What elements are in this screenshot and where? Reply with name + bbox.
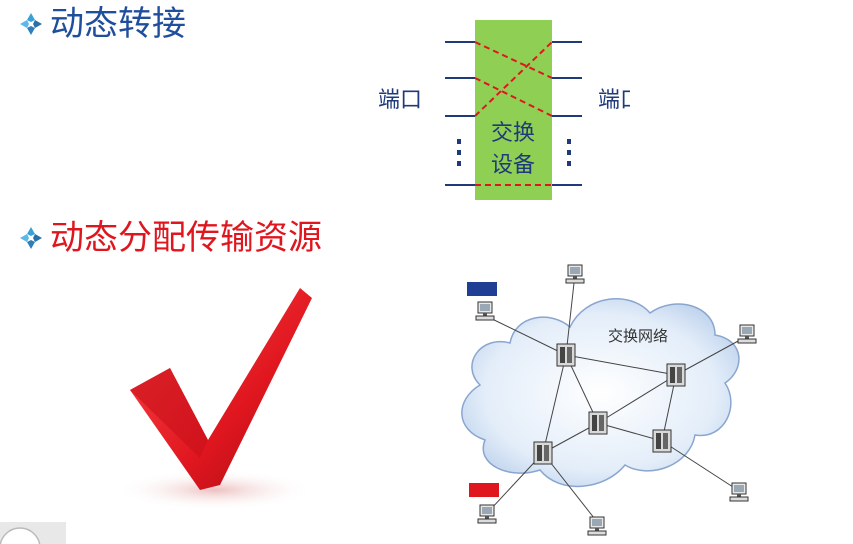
switch-server-icon xyxy=(556,343,576,367)
bullet-text-2: 动态分配传输资源 xyxy=(50,218,322,258)
red-flag xyxy=(469,483,499,497)
switching-network-diagram: 交换网络 xyxy=(461,264,757,536)
computer-icon xyxy=(587,516,607,536)
bullet-text-1: 动态转接 xyxy=(50,4,186,44)
switch-server-icon xyxy=(588,411,608,435)
switch-server-icon xyxy=(652,429,672,453)
corner-circle-icon xyxy=(0,522,66,544)
computer-icon xyxy=(477,504,497,524)
switch-connections xyxy=(474,41,553,186)
computer-icon xyxy=(565,264,585,284)
switch-device-diagram: 端口 端口 交换 设备 xyxy=(378,20,630,200)
switch-label-line1: 交换 xyxy=(491,121,535,146)
bullet-dynamic-allocation: 动态分配传输资源 xyxy=(18,218,322,258)
computer-icon xyxy=(729,482,749,502)
vertical-ellipsis xyxy=(457,139,571,166)
switch-server-icon xyxy=(533,441,553,465)
switch-label-line2: 设备 xyxy=(491,153,535,178)
blue-flag xyxy=(467,282,497,296)
port-lines xyxy=(445,41,582,186)
left-port-label: 端口 xyxy=(378,88,422,113)
diamond-sparkle-icon xyxy=(20,13,42,35)
checkmark-icon xyxy=(115,288,315,510)
cloud-shape xyxy=(461,298,740,488)
computer-icon xyxy=(475,301,495,321)
bullet-dynamic-switching: 动态转接 xyxy=(18,4,186,44)
computer-icon xyxy=(737,324,757,344)
diamond-sparkle-icon xyxy=(20,227,42,249)
cloud-label: 交换网络 xyxy=(608,327,668,345)
right-port-label: 端口 xyxy=(598,88,630,113)
switch-server-icon xyxy=(666,363,686,387)
